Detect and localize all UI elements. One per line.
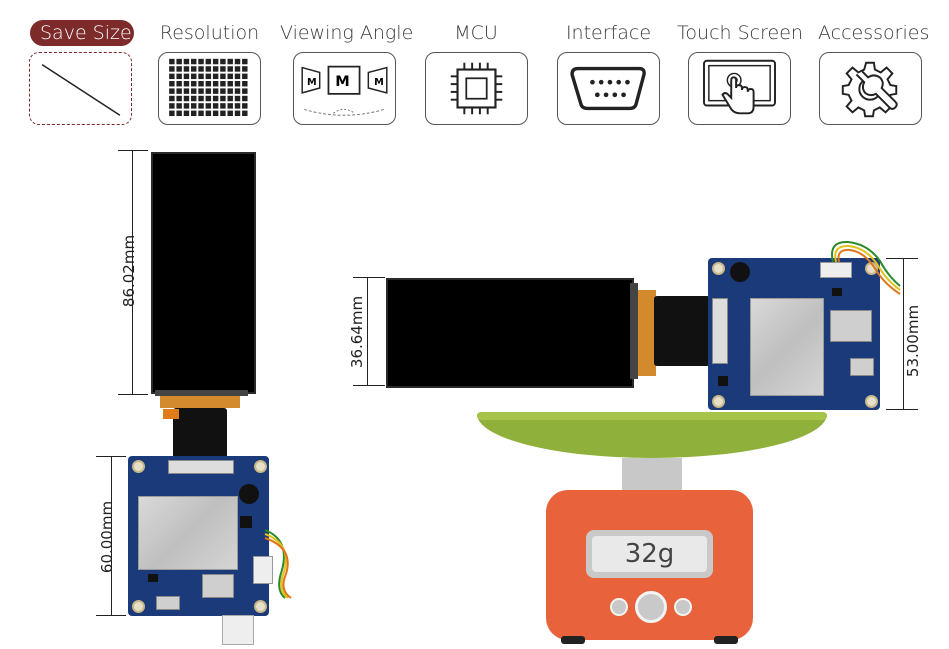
dimension-tick (353, 277, 385, 278)
serial-port-icon (570, 66, 646, 111)
rf-shield (750, 298, 824, 396)
display-bezel-bottom (155, 390, 248, 396)
usb-port (156, 596, 180, 610)
mount-hole (865, 395, 878, 408)
scale-display: 32g (586, 530, 713, 578)
pcb-board (128, 456, 273, 616)
smd-chip (240, 516, 252, 528)
scale-stem (622, 458, 682, 490)
screen-height-label: 86.02mm (120, 234, 138, 308)
pcb-board (708, 258, 880, 410)
smd-chip (718, 376, 728, 386)
tab-label: MCU (454, 22, 498, 44)
tab-icon-box[interactable] (688, 52, 791, 125)
sd-card-slot (830, 310, 872, 342)
display-panel (386, 278, 634, 388)
sd-card-slot (202, 574, 234, 598)
buzzer (730, 262, 750, 282)
fpc-flex (173, 408, 227, 460)
side-connector (253, 556, 273, 584)
tab-label: Resolution (159, 22, 260, 44)
tab-label: Viewing Angle (280, 22, 414, 44)
dimension-tick (886, 258, 918, 259)
fpc-flex (654, 296, 710, 366)
mount-hole (132, 460, 145, 473)
svg-text:M: M (374, 77, 384, 88)
scale-foot (714, 636, 738, 644)
dimension-line-screen-width (367, 277, 368, 386)
display-panel (151, 152, 256, 394)
tab-label: Accessories (818, 22, 930, 44)
viewing-angle-icon: M M M (301, 65, 388, 116)
fpc-connector (712, 298, 728, 364)
usb-port (850, 358, 874, 376)
tab-icon-box[interactable] (557, 52, 660, 125)
smd-chip (832, 288, 842, 296)
dimension-line-board-height (111, 456, 112, 616)
dimension-tick (118, 150, 148, 151)
diagonal-line-icon (41, 64, 121, 116)
scale-button-center[interactable] (635, 591, 667, 623)
scale-plate-rim (477, 412, 827, 420)
mount-hole (712, 395, 725, 408)
gear-wrench-icon (841, 61, 898, 118)
tab-icon-box[interactable]: M M M (293, 52, 396, 125)
tab-icon-box[interactable] (29, 52, 132, 125)
cable-wires (831, 240, 901, 295)
tab-label: Touch Screen (677, 22, 803, 44)
board-height-label: 60.00mm (98, 500, 116, 574)
fpc-connector (168, 460, 234, 474)
scale-plate (477, 414, 827, 458)
mount-hole (712, 262, 725, 275)
jst-connector (820, 262, 852, 278)
screen-width-label: 36.64mm (348, 295, 366, 369)
dimension-tick (353, 385, 385, 386)
jst-connector (222, 615, 254, 645)
weight-readout: 32g (592, 536, 707, 572)
mount-hole (254, 460, 267, 473)
dimension-tick (118, 394, 148, 395)
dimension-tick (886, 409, 918, 410)
scale-button-right[interactable] (674, 598, 692, 616)
tab-label: Interface (565, 22, 652, 44)
scale-button-left[interactable] (610, 598, 628, 616)
dimension-tick (96, 456, 126, 457)
mount-hole (254, 600, 267, 613)
buzzer (239, 484, 259, 504)
fpc-tab (163, 409, 179, 419)
board-width-label: 53.00mm (904, 304, 922, 378)
touch-hand-icon (703, 59, 776, 115)
fpc-cable (638, 290, 656, 376)
tab-icon-box[interactable] (819, 52, 922, 125)
fpc-cable (160, 396, 240, 408)
smd-chip (148, 574, 158, 582)
svg-text:M: M (307, 77, 317, 88)
scale-body: 32g (546, 490, 753, 640)
svg-text:M: M (335, 73, 350, 90)
dimension-line-board-width (903, 258, 904, 410)
scale-foot (561, 636, 585, 644)
rf-shield (138, 496, 238, 570)
dimension-tick (96, 615, 126, 616)
tab-icon-box[interactable] (158, 52, 261, 125)
dimension-line-screen-height (132, 150, 133, 395)
tab-label: Save Size (30, 20, 134, 46)
tab-icon-box[interactable] (425, 52, 528, 125)
cable-wires (264, 529, 292, 599)
chip-icon (450, 62, 503, 115)
mount-hole (132, 600, 145, 613)
pixel-grid-icon (169, 58, 248, 117)
display-bezel-side (630, 283, 638, 379)
